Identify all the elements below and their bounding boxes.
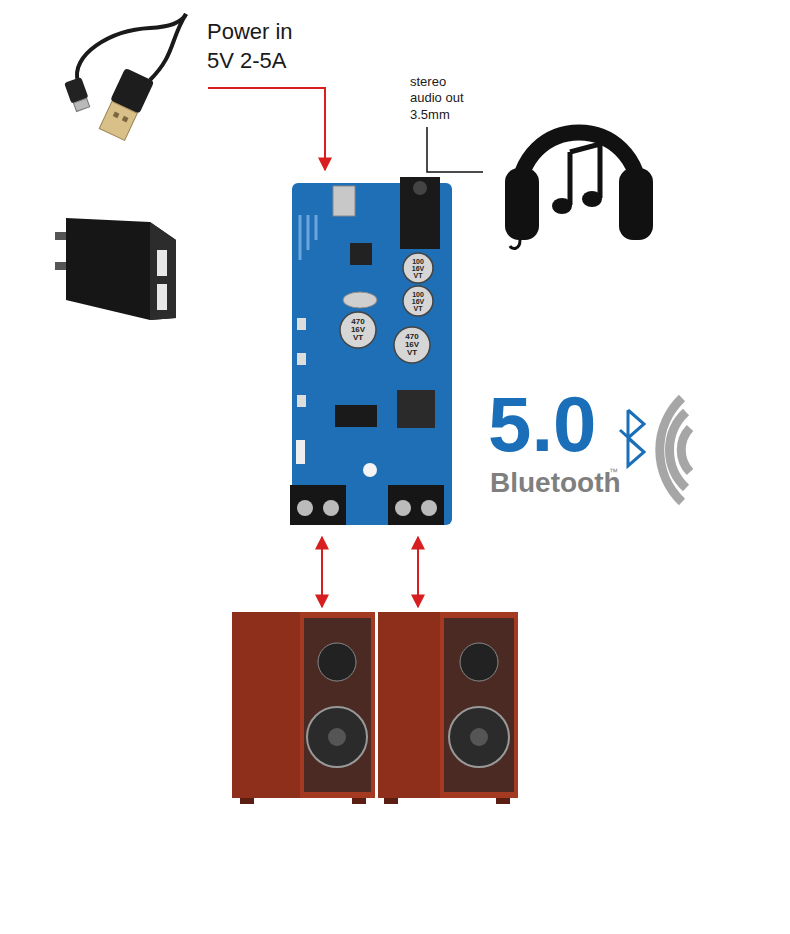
capacitor-marking: 470 16V VT xyxy=(399,333,425,357)
baffle xyxy=(444,618,514,792)
charger-body xyxy=(66,218,176,320)
capacitor xyxy=(403,253,433,283)
ear-cup xyxy=(505,168,539,240)
amp-chip xyxy=(335,405,377,427)
antenna-trace xyxy=(300,215,316,260)
woofer-cap xyxy=(328,728,346,746)
ear-cup xyxy=(619,168,653,240)
audio-leader xyxy=(427,127,483,172)
headphones-icon xyxy=(505,133,653,249)
wave-arc xyxy=(669,412,686,488)
cabinet xyxy=(378,612,518,798)
terminal-screw xyxy=(297,500,313,516)
wave-arc xyxy=(660,398,682,502)
plug-metal xyxy=(99,101,137,140)
wave-arc xyxy=(681,428,690,472)
cabinet-front xyxy=(300,612,375,798)
button xyxy=(297,318,306,330)
woofer xyxy=(307,707,367,767)
foot xyxy=(384,798,398,804)
brand-name: Bluetooth xyxy=(490,468,620,499)
plug-hole xyxy=(113,112,120,119)
bt-chip xyxy=(350,243,372,265)
speaker-wire-arrow xyxy=(321,537,323,607)
terminal-screw xyxy=(395,500,411,516)
plug-hole xyxy=(122,116,129,123)
terminal-screw xyxy=(323,500,339,516)
amplifier-board xyxy=(290,177,452,525)
crystal xyxy=(343,292,377,308)
bluetooth-rune xyxy=(620,410,644,466)
capacitor-marking: 100 16V VT xyxy=(407,258,429,279)
wireless-waves xyxy=(660,398,690,502)
headphone-cable xyxy=(510,240,520,248)
music-note xyxy=(568,152,573,205)
music-note xyxy=(552,198,572,214)
usb-cable xyxy=(64,14,186,141)
power-arrow xyxy=(208,88,325,170)
usb-a-plug xyxy=(97,68,154,141)
speaker-terminal xyxy=(388,485,444,525)
micro-usb-port xyxy=(333,186,355,216)
button xyxy=(297,395,306,407)
plug-metal xyxy=(73,98,89,111)
usb-port xyxy=(157,250,167,276)
cabinet-front xyxy=(440,612,518,798)
terminal-screw xyxy=(421,500,437,516)
tweeter xyxy=(318,643,356,681)
capacitor-marking: 470 16V VT xyxy=(345,318,371,342)
cable-wire xyxy=(150,14,186,80)
foot xyxy=(240,798,254,804)
charger-prong xyxy=(55,262,67,270)
woofer xyxy=(449,707,509,767)
speaker xyxy=(378,612,518,804)
audio-jack xyxy=(400,177,440,249)
mount-hole xyxy=(363,463,377,477)
version-number: 5.0 xyxy=(488,382,618,468)
jack-hole xyxy=(413,181,427,195)
charger-prong xyxy=(55,232,67,240)
music-note xyxy=(570,144,600,198)
cabinet xyxy=(232,612,375,798)
charger-side xyxy=(150,222,176,320)
baffle xyxy=(304,618,371,792)
capacitor xyxy=(394,327,430,363)
usb-port xyxy=(157,284,167,310)
capacitor xyxy=(340,312,376,348)
foot xyxy=(352,798,366,804)
button xyxy=(297,353,306,365)
output-label: stereo audio out 3.5mm xyxy=(410,74,478,123)
inductor xyxy=(397,390,435,428)
tweeter xyxy=(460,643,498,681)
switch xyxy=(296,440,305,464)
music-note xyxy=(582,191,602,207)
capacitor xyxy=(403,286,433,316)
usb-charger xyxy=(55,218,176,320)
woofer-cap xyxy=(470,728,488,746)
trademark: ™ xyxy=(609,468,623,477)
speaker-wire-arrow xyxy=(417,537,419,607)
micro-usb-plug xyxy=(64,77,92,112)
speaker-terminal xyxy=(290,485,346,525)
power-label: Power in 5V 2-5A xyxy=(207,18,315,75)
foot xyxy=(496,798,510,804)
speaker xyxy=(232,612,375,804)
capacitor-marking: 100 16V VT xyxy=(407,291,429,312)
